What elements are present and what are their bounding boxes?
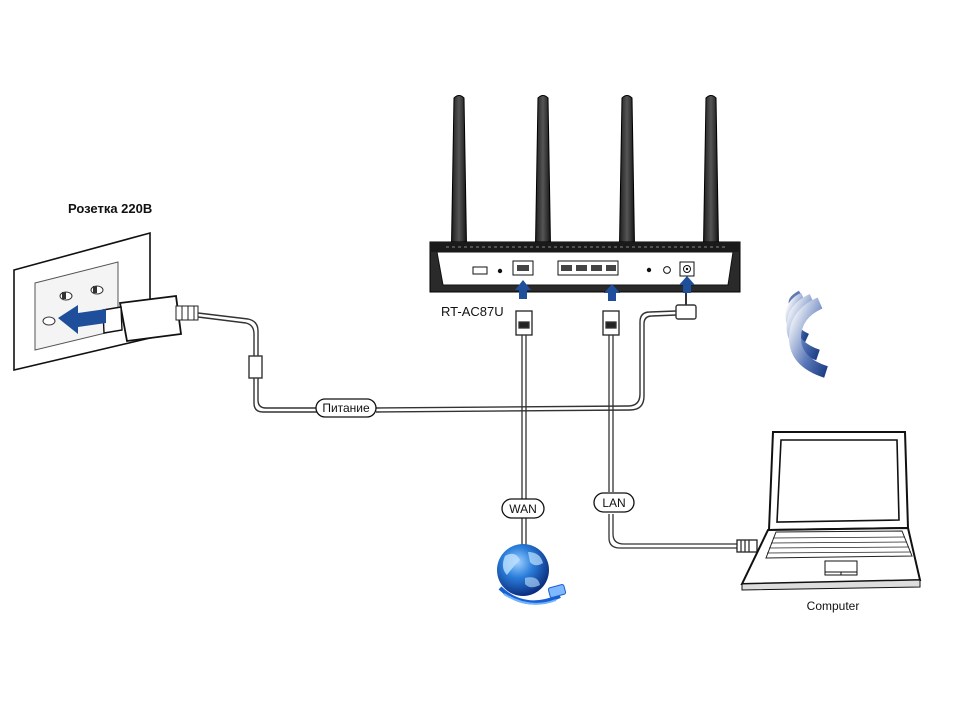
- power-adapter-icon: [102, 294, 199, 343]
- power-cable: [197, 290, 697, 413]
- antenna-icon: [618, 95, 636, 276]
- antenna-icon: [702, 95, 720, 276]
- arrow-up-icon: [604, 284, 620, 301]
- antenna-icon: [450, 95, 468, 276]
- arrow-up-icon: [515, 280, 531, 299]
- lan-cable-label: LAN: [593, 492, 635, 513]
- outlet-label: Розетка 220В: [68, 201, 152, 216]
- router-model-label: RT-AC87U: [441, 304, 504, 319]
- arrow-left-icon: [58, 305, 106, 334]
- arrow-up-icon: [679, 276, 695, 293]
- globe-internet-icon: [497, 544, 567, 605]
- power-cable-label: Питание: [315, 398, 377, 418]
- wan-cable-label: WAN: [501, 498, 545, 519]
- computer-label: Computer: [807, 599, 860, 613]
- wan-cable: [515, 310, 533, 545]
- power-label: Питание: [322, 401, 370, 415]
- wall-outlet-icon: [13, 231, 151, 372]
- antenna-icon: [534, 95, 552, 276]
- wan-label: WAN: [509, 502, 537, 516]
- laptop-icon: [740, 431, 922, 591]
- lan-cable: [602, 310, 758, 553]
- router-icon: [429, 95, 741, 293]
- lan-label: LAN: [602, 496, 625, 510]
- wifi-signal-icon: [785, 290, 829, 378]
